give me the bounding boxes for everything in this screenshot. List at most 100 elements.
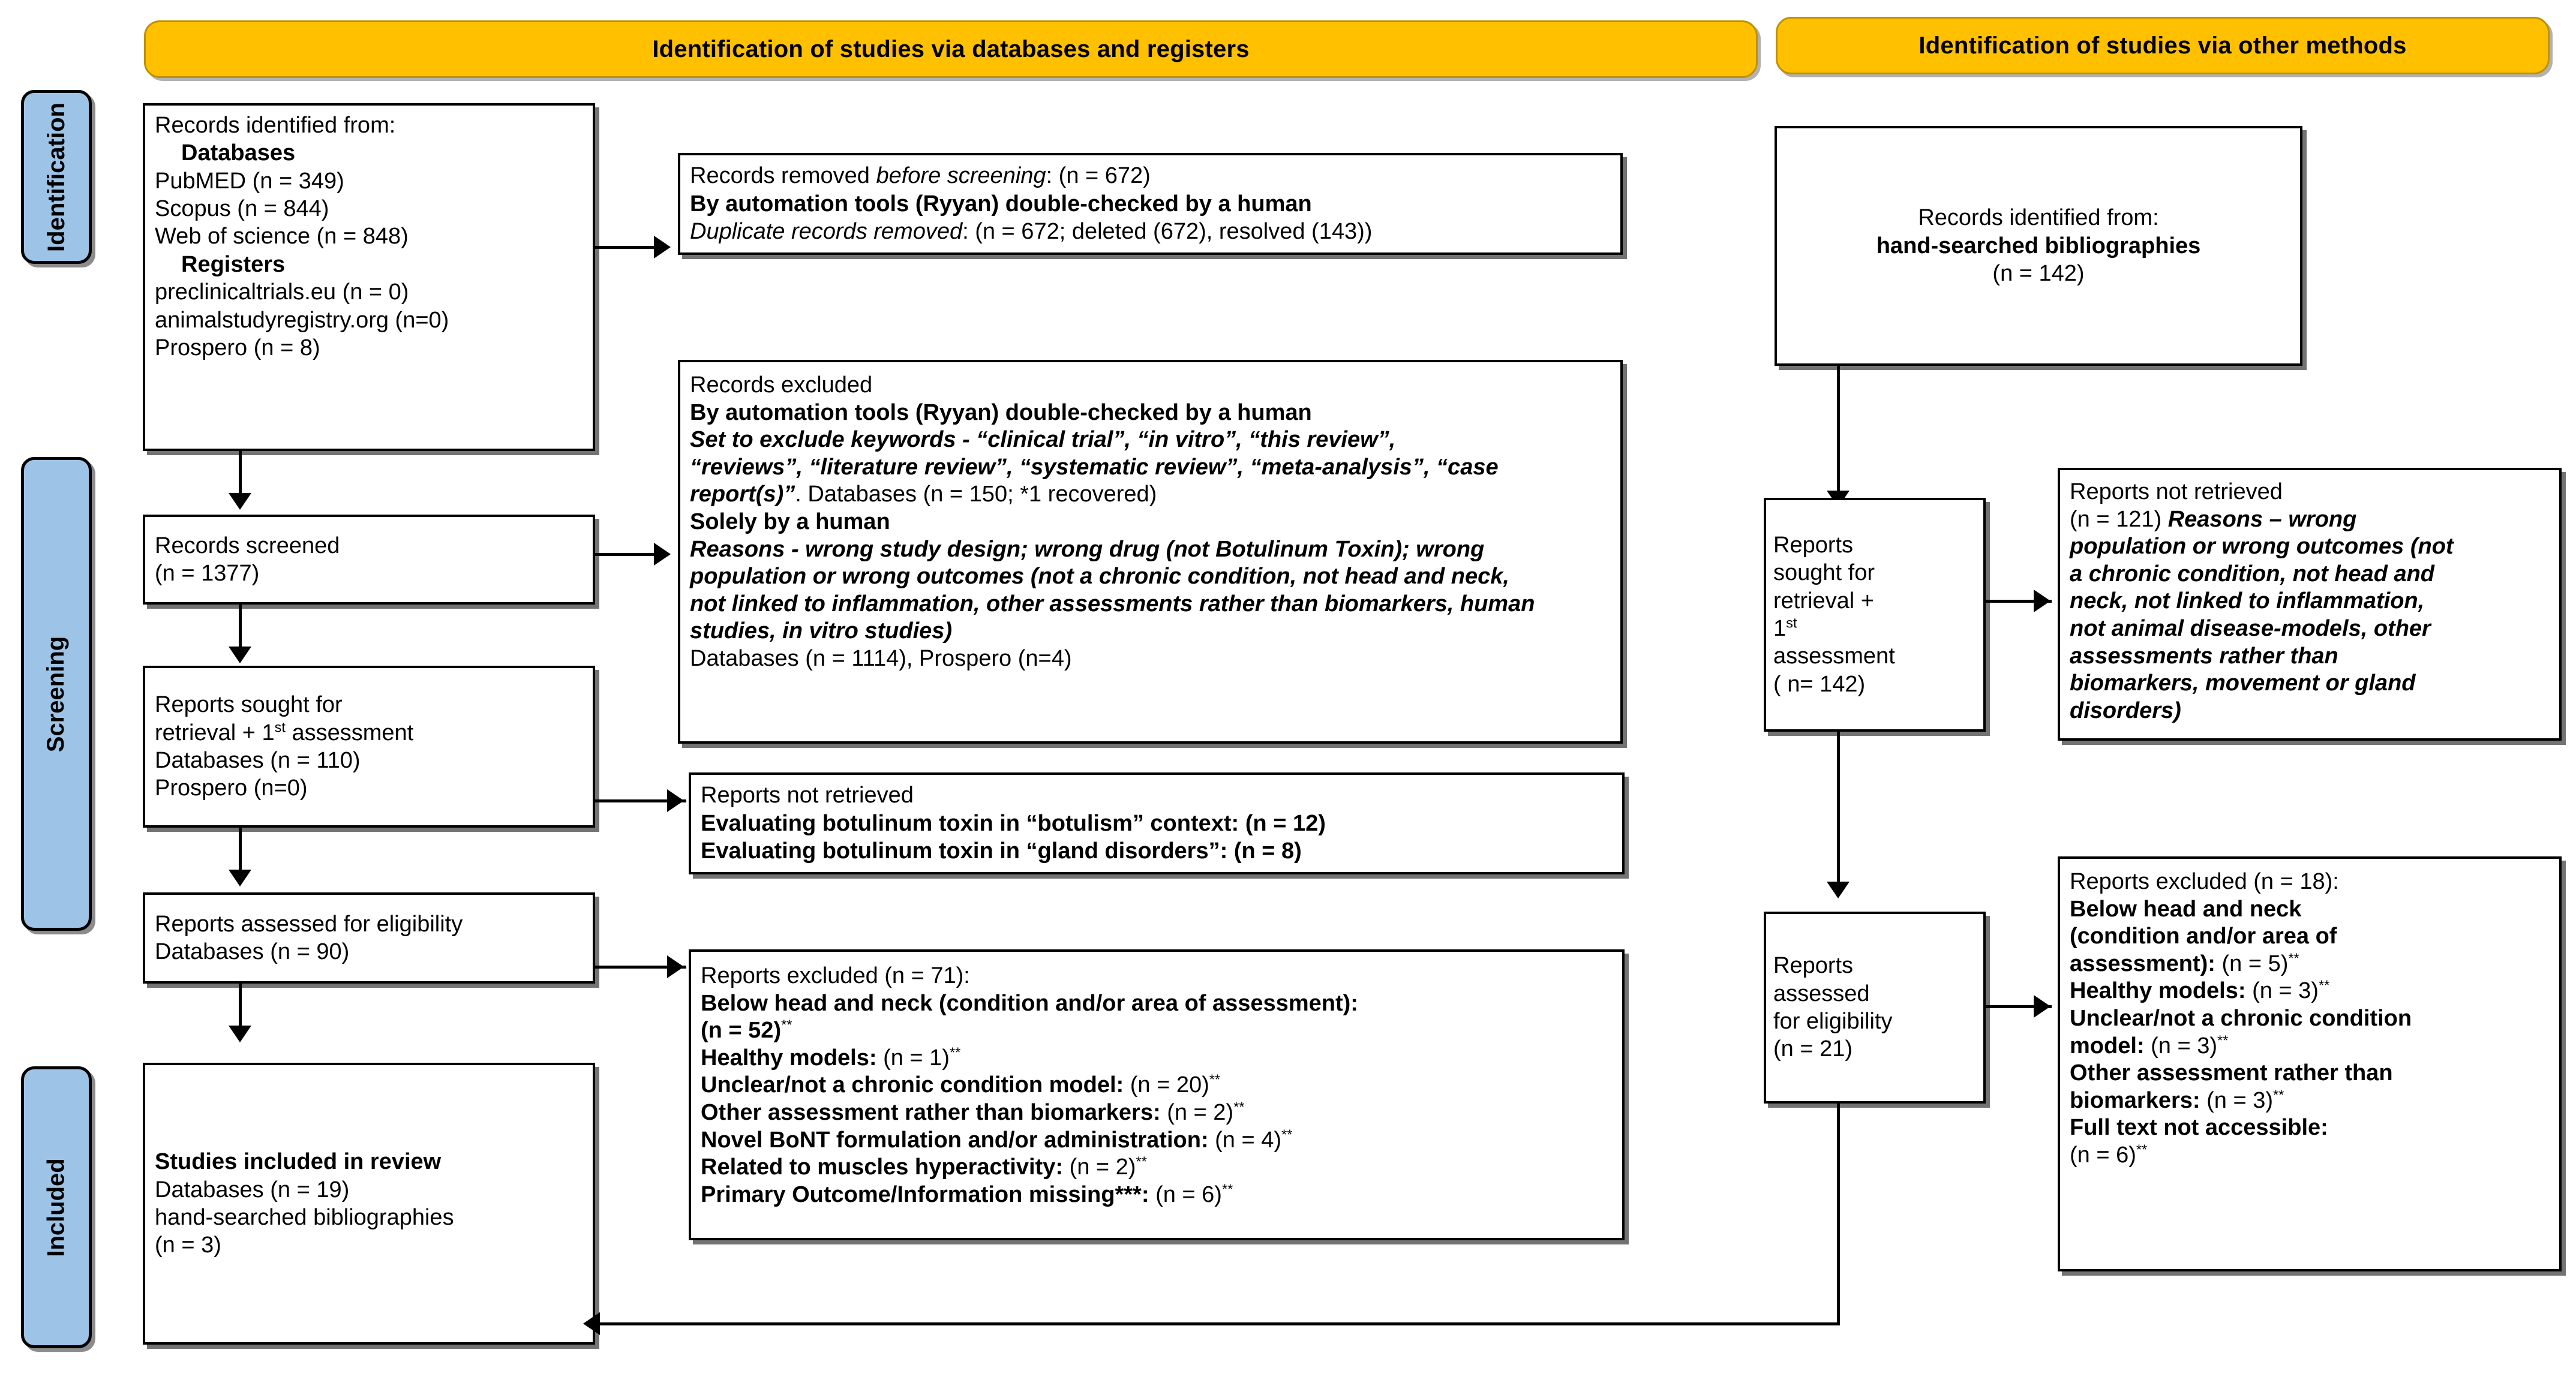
duplicate-records-italic: Duplicate records removed [690,219,963,245]
other-excl-model-sup: ** [2217,1032,2229,1048]
reports-sought-assessment: assessment [285,720,414,745]
phase-screening-label: Screening [43,636,70,752]
other-not-retrieved-label: Reports not retrieved [2070,479,2283,504]
box-studies-included: Studies included in review Databases (n … [143,1063,595,1345]
arrow-sought-to-assessed [229,870,251,886]
other-identified-count: (n = 142) [1992,261,2085,287]
studies-included-handsearched-count: (n = 3) [155,1232,221,1258]
other-sought-count: ( n= 142) [1773,671,1866,697]
records-excluded-keywords-2: “reviews”, “literature review”, “systema… [690,454,1499,480]
arrow-sought-to-not-retrieved [667,789,684,812]
excl-novel-bont-sup: ** [1281,1126,1293,1142]
connector-screened-to-sought [239,605,242,651]
other-excl-other-assessment-1: Other assessment rather than [2070,1060,2393,1086]
other-excl-assessment-n: (n = 5) [2221,951,2289,976]
excl-healthy-models-sup: ** [949,1044,961,1060]
connector-assessed-to-excluded [595,966,686,969]
excl-muscles-sup: ** [1136,1153,1147,1169]
excl-below-head-neck-n: (n = 52) [701,1018,782,1044]
reports-excluded-header: Reports excluded (n = 71): [701,963,970,988]
pubmed-count: PubMED (n = 349) [155,168,344,194]
excl-novel-bont-n: (n = 4) [1215,1127,1282,1153]
other-not-retrieved-reasons-8: disorders) [2070,698,2181,723]
arrow-identified-to-removed [654,236,671,258]
other-not-retrieved-reasons-6: assessments rather than [2070,643,2338,669]
excl-below-head-neck-sup: ** [781,1017,792,1033]
arrow-bottom-to-included [583,1312,600,1335]
records-excluded-reasons-1: Reasons - wrong study design; wrong drug… [690,536,1611,564]
arrow-other-assessed-to-excluded [2034,995,2050,1018]
other-excl-unclear-chronic-1: Unclear/not a chronic condition [2070,1005,2412,1031]
connector-other-identified-to-sought [1837,366,1840,495]
other-sought-line1: Reports [1773,532,1854,558]
gland-disorders-count: Evaluating botulinum toxin in “gland dis… [701,838,1302,864]
other-identified-handsearched: hand-searched bibliographies [1876,233,2201,258]
connector-other-sought-to-not-retrieved [1986,600,2052,603]
other-sought-ordinal-num: 1 [1773,616,1787,641]
header-databases-registers: Identification of studies via databases … [144,20,1758,78]
excl-primary-outcome-sup: ** [1221,1181,1233,1197]
other-excl-model-n: (n = 3) [2151,1033,2218,1059]
records-excluded-reasons-2: population or wrong outcomes (not a chro… [690,564,1509,590]
databases-label: Databases [181,140,296,166]
box-records-excluded: Records excluded By automation tools (Ry… [678,360,1623,744]
solely-by-a-human-label: Solely by a human [690,509,890,534]
connector-sought-to-assessed [239,828,242,874]
reports-sought-ordinal: st [274,718,286,735]
box-reports-assessed-other: Reports assessed for eligibility (n = 21… [1764,912,1986,1104]
arrow-screened-to-excluded [654,543,671,566]
connector-other-assessed-bottom-vertical [1837,1104,1840,1325]
duplicate-records-removed: Duplicate records removed: (n = 672; del… [690,218,1611,245]
other-sought-line5: assessment [1773,644,1895,669]
other-excl-other-assessment-2: biomarkers: (n = 3)** [2070,1087,2550,1115]
excl-primary-outcome: Primary Outcome/Information missing***: … [701,1181,1613,1209]
records-screened-count: (n = 1377) [155,561,260,586]
other-excl-biomarkers-sup: ** [2272,1087,2284,1103]
excl-healthy-models-n: (n = 1) [883,1045,950,1071]
arrow-other-sought-to-not-retrieved [2034,590,2050,612]
other-excl-unclear-chronic-2: model: (n = 3)** [2070,1033,2550,1060]
other-sought-line4: 1st [1773,615,1976,642]
reasons-label: Reasons [690,536,785,562]
registers-label: Registers [181,251,286,277]
excl-unclear-chronic-n: (n = 20) [1130,1072,1209,1098]
other-excl-full-text-sup: ** [2136,1141,2148,1158]
other-not-retrieved-count: (n = 121) [2070,506,2168,532]
arrow-identified-to-screened [229,493,251,510]
other-excl-healthy-n: (n = 3) [2252,978,2319,1004]
set-to-exclude-keywords-list1: - “clinical trial”, “in vitro”, “this re… [956,427,1396,453]
arrow-screened-to-sought [229,647,251,663]
other-excl-below-head-neck-2: (condition and/or area of [2070,924,2337,949]
excl-unclear-chronic-sup: ** [1209,1071,1221,1087]
box-records-removed-before-screening: Records removed before screening: (n = 6… [678,153,1623,255]
other-not-retrieved-reasons-2: population or wrong outcomes (not [2070,534,2454,560]
records-excluded-keywords-1: Set to exclude keywords - “clinical tria… [690,426,1611,454]
connector-screened-to-excluded [595,553,655,556]
records-removed-line1: Records removed before screening: (n = 6… [690,162,1611,190]
records-removed-automation: By automation tools (Ryyan) double-check… [690,191,1312,217]
connector-identified-to-removed [595,246,655,249]
set-to-exclude-keywords-list3: report(s)” [690,482,795,507]
box-reports-not-retrieved-other: Reports not retrieved (n = 121) Reasons … [2058,468,2562,741]
other-excl-biomarkers-label: biomarkers: [2070,1087,2207,1113]
excl-other-assessment-n: (n = 2) [1167,1099,1234,1125]
other-reasons-text1: – wrong [2263,506,2357,532]
other-sought-line3: retrieval + [1773,588,1874,614]
other-excl-biomarkers-n: (n = 3) [2206,1087,2273,1113]
phase-identification-label: Identification [43,102,70,252]
arrow-assessed-to-included [229,1026,251,1042]
box-reports-assessed-databases: Reports assessed for eligibility Databas… [143,892,595,984]
records-excluded-line1: Records excluded [690,372,873,398]
other-excl-below-head-neck-3: assessment): (n = 5)** [2070,951,2550,978]
box-reports-sought-databases: Reports sought for retrieval + 1st asses… [143,666,595,828]
phase-included-label: Included [43,1158,70,1257]
excl-novel-bont-label: Novel BoNT formulation and/or administra… [701,1127,1215,1153]
records-excluded-automation: By automation tools (Ryyan) double-check… [690,399,1312,425]
other-excl-full-text: Full text not accessible: [2070,1115,2328,1141]
records-removed-post: : (n = 672) [1046,163,1151,189]
other-identified-line1: Records identified from: [1918,205,2159,231]
arrow-other-sought-to-assessed [1827,882,1850,898]
scopus-count: Scopus (n = 844) [155,196,329,222]
other-excl-healthy-sup: ** [2318,977,2330,993]
duplicate-records-post: : (n = 672; deleted (672), resolved (143… [962,219,1373,245]
